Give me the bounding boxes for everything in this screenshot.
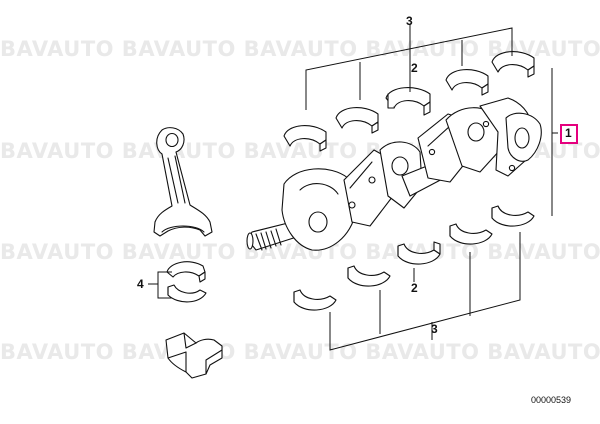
callout-conrod-bearings: 4 xyxy=(137,277,144,291)
connecting-rod xyxy=(153,127,213,237)
crankshaft xyxy=(246,97,542,251)
main-bearing-lower-2 xyxy=(347,265,391,287)
callout-main-bearings-lower: 3 xyxy=(431,322,438,336)
thrust-bearing-upper xyxy=(385,87,431,116)
main-bearing-lower-4 xyxy=(449,223,493,245)
callout-crankshaft[interactable]: 1 xyxy=(565,126,572,140)
main-bearing-upper-1 xyxy=(283,125,327,152)
thrust-bearing-lower xyxy=(397,241,441,265)
highlight-box xyxy=(560,124,578,144)
main-bearing-upper-5 xyxy=(491,51,535,78)
main-bearing-upper-2 xyxy=(335,107,379,134)
document-number: 00000539 xyxy=(531,395,572,405)
main-bearing-lower-1 xyxy=(293,289,337,311)
main-bearing-lower-5 xyxy=(491,205,535,227)
conrod-cap xyxy=(165,332,223,379)
conrod-bearing-lower xyxy=(167,284,207,303)
main-bearing-upper-4 xyxy=(445,69,489,96)
callout-main-bearings-upper: 3 xyxy=(406,14,413,28)
conrod-bearing-upper xyxy=(166,261,206,283)
callout-thrust-bearing-upper: 2 xyxy=(411,61,418,75)
callout-thrust-bearing-lower: 2 xyxy=(411,281,418,295)
